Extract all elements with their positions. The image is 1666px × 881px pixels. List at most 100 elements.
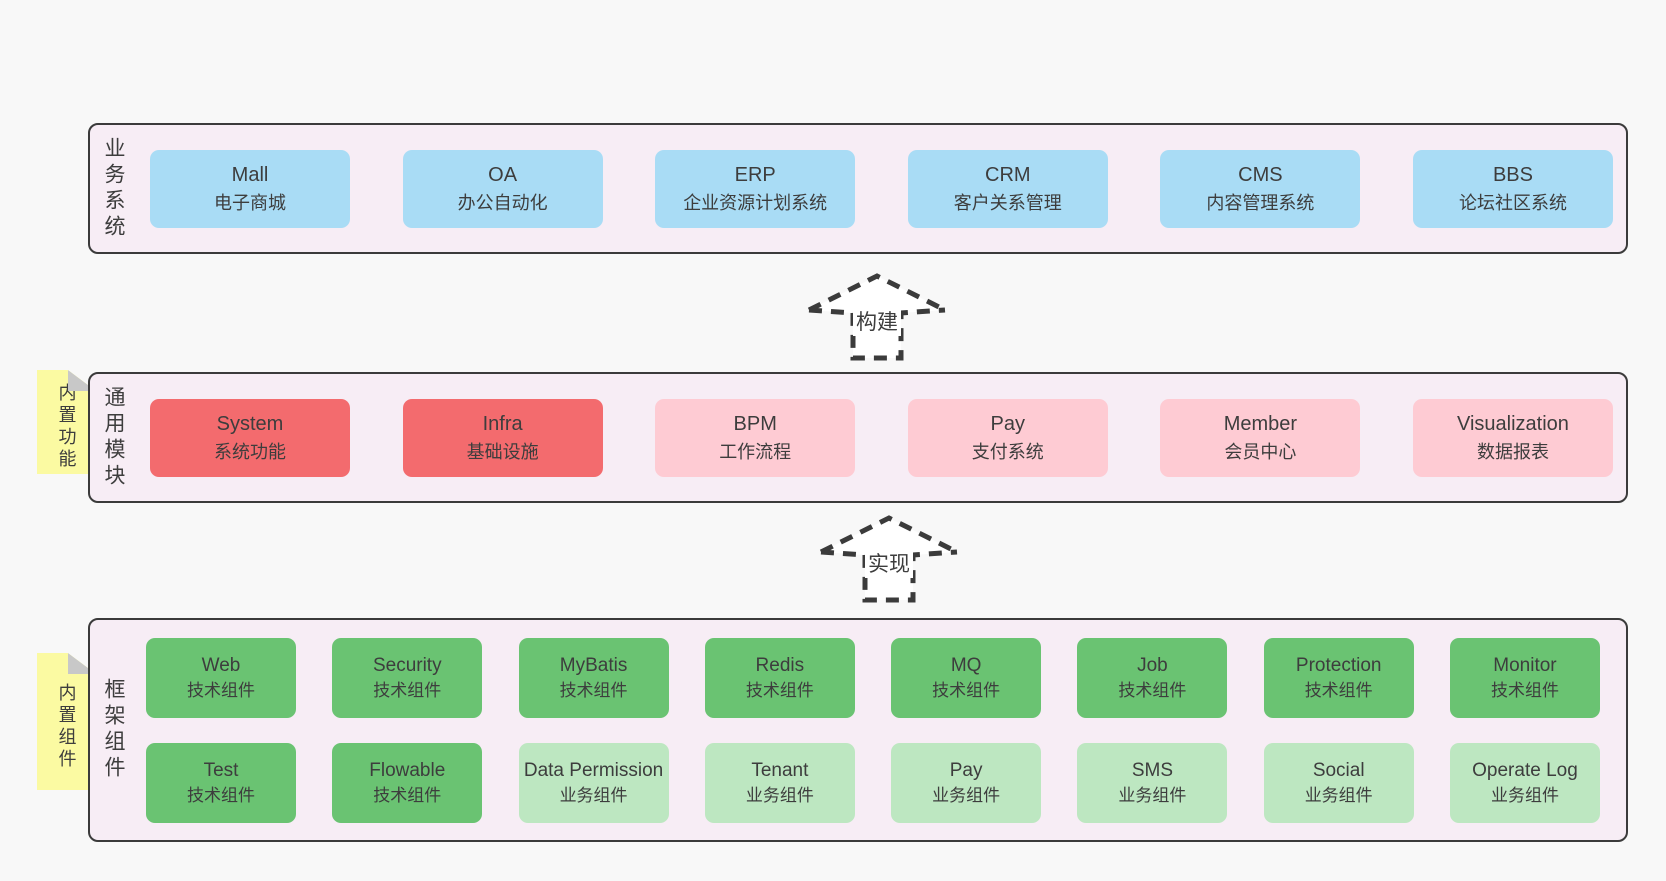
box-title: Test — [203, 759, 239, 781]
component-box-bpm: BPM 工作流程 — [655, 398, 856, 477]
box-title: Pay — [949, 759, 983, 781]
box-subtitle: 技术组件 — [373, 785, 442, 805]
box-title: MyBatis — [559, 654, 628, 676]
business-systems-box-row: Mall 电子商城 OA 办公自动化 ERP 企业资源计划系统 CRM 客户关系管理 CMS 内容… — [124, 149, 1626, 228]
component-box-oa: OA 办公自动化 — [402, 149, 603, 228]
build-arrow: 构建 — [806, 272, 948, 362]
box-subtitle: 内容管理系统 — [1206, 192, 1315, 213]
component-box-mybatis: MyBatis 技术组件 — [518, 637, 669, 718]
box-subtitle: 技术组件 — [1490, 680, 1559, 700]
box-title: Flowable — [369, 759, 446, 781]
box-title: BBS — [1492, 163, 1533, 186]
box-subtitle: 技术组件 — [1304, 680, 1373, 700]
builtin-components-note-label: 内置组件 — [56, 682, 77, 771]
component-box-cms: CMS 内容管理系统 — [1160, 149, 1361, 228]
component-box-monitor: Monitor 技术组件 — [1449, 637, 1600, 718]
box-title: Visualization — [1457, 412, 1569, 435]
box-subtitle: 业务组件 — [1304, 785, 1373, 805]
common-modules-label: 通用模块 — [102, 385, 125, 490]
box-subtitle: 业务组件 — [932, 785, 1001, 805]
box-subtitle: 技术组件 — [745, 680, 814, 700]
implement-arrow-label: 实现 — [865, 548, 913, 578]
component-box-test: Test 技术组件 — [146, 742, 296, 823]
component-box-crm: CRM 客户关系管理 — [907, 149, 1108, 228]
component-box-protection: Protection 技术组件 — [1263, 637, 1414, 718]
box-subtitle: 支付系统 — [971, 441, 1044, 462]
box-title: Infra — [482, 412, 523, 435]
box-subtitle: 技术组件 — [187, 785, 255, 805]
box-subtitle: 技术组件 — [559, 680, 628, 700]
component-box-erp: ERP 企业资源计划系统 — [655, 149, 856, 228]
box-subtitle: 工作流程 — [719, 441, 792, 462]
component-box-bbs: BBS 论坛社区系统 — [1412, 149, 1613, 228]
component-box-sms: SMS 业务组件 — [1077, 742, 1228, 823]
box-subtitle: 电子商城 — [214, 192, 286, 213]
box-title: Redis — [755, 654, 805, 676]
component-box-system: System 系统功能 — [150, 398, 350, 477]
box-title: Data Permission — [523, 759, 664, 781]
box-title: Job — [1137, 654, 1168, 676]
component-box-infra: Infra 基础设施 — [402, 398, 603, 477]
box-title: Security — [372, 654, 442, 676]
box-title: Protection — [1295, 654, 1382, 676]
box-title: ERP — [734, 163, 776, 186]
builtin-features-note: 内置功能 — [37, 370, 96, 474]
component-box-security: Security 技术组件 — [332, 637, 483, 718]
box-title: OA — [488, 163, 518, 186]
business-systems-label: 业务系统 — [102, 136, 125, 241]
component-box-web: Web 技术组件 — [146, 637, 296, 718]
box-title: Web — [201, 654, 241, 676]
box-title: BPM — [733, 412, 777, 435]
box-subtitle: 基础设施 — [466, 441, 539, 462]
box-subtitle: 数据报表 — [1476, 441, 1549, 462]
implement-arrow: 实现 — [818, 514, 960, 604]
build-arrow-label: 构建 — [853, 306, 901, 336]
box-title: Tenant — [751, 759, 809, 781]
box-subtitle: 会员中心 — [1224, 441, 1297, 462]
component-box-data-permission: Data Permission 业务组件 — [518, 742, 669, 823]
box-title: CMS — [1238, 163, 1283, 186]
box-subtitle: 技术组件 — [373, 680, 442, 700]
box-subtitle: 办公自动化 — [457, 192, 548, 213]
box-subtitle: 论坛社区系统 — [1458, 192, 1567, 213]
component-box-redis: Redis 技术组件 — [704, 637, 855, 718]
box-title: Operate Log — [1472, 759, 1578, 781]
component-box-mall: Mall 电子商城 — [150, 149, 350, 228]
box-subtitle: 技术组件 — [932, 680, 1001, 700]
box-subtitle: 业务组件 — [559, 785, 628, 805]
component-box-member: Member 会员中心 — [1160, 398, 1361, 477]
box-title: System — [216, 412, 284, 435]
box-subtitle: 技术组件 — [187, 680, 255, 700]
builtin-features-note-label: 内置功能 — [56, 383, 77, 471]
box-subtitle: 业务组件 — [1118, 785, 1187, 805]
box-title: CRM — [985, 163, 1031, 186]
component-box-visualization: Visualization 数据报表 — [1412, 398, 1613, 477]
component-box-job: Job 技术组件 — [1077, 637, 1228, 718]
box-subtitle: 系统功能 — [214, 441, 286, 462]
component-box-operate-log: Operate Log 业务组件 — [1449, 742, 1600, 823]
box-title: MQ — [950, 654, 982, 676]
component-box-tenant: Tenant 业务组件 — [704, 742, 855, 823]
framework-components-label: 框架组件 — [102, 678, 125, 782]
box-title: SMS — [1131, 759, 1173, 781]
component-box-flowable: Flowable 技术组件 — [332, 742, 483, 823]
component-box-pay: Pay 业务组件 — [891, 742, 1042, 823]
section-business-systems: 业务系统 Mall 电子商城 OA 办公自动化 ERP 企业资源计划系统 CRM 客户关系管理… — [88, 123, 1628, 254]
box-subtitle: 业务组件 — [745, 785, 814, 805]
box-subtitle: 技术组件 — [1118, 680, 1187, 700]
box-title: Member — [1223, 412, 1298, 435]
box-subtitle: 业务组件 — [1490, 785, 1559, 805]
box-title: Monitor — [1493, 654, 1557, 676]
box-subtitle: 企业资源计划系统 — [683, 192, 828, 213]
box-title: Mall — [231, 163, 269, 186]
box-subtitle: 客户关系管理 — [953, 192, 1062, 213]
